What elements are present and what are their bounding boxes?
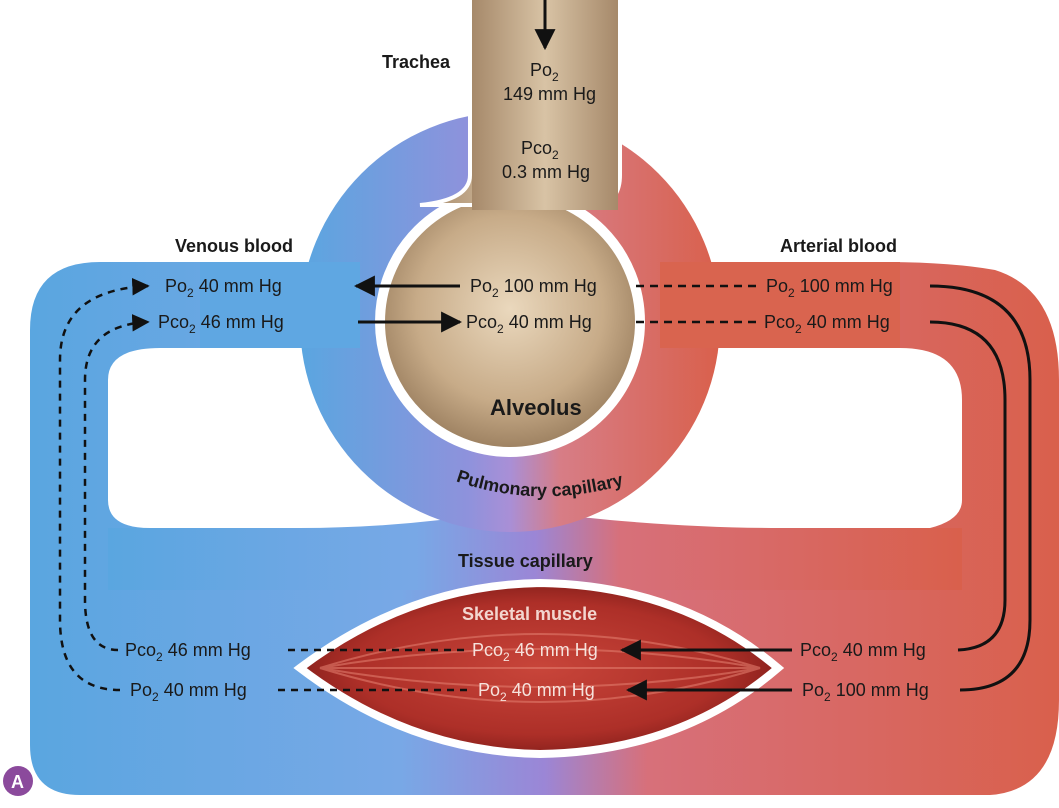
muscle-fibers	[319, 633, 761, 703]
tissue-capillary-tube	[108, 515, 962, 590]
tissue-capillary-label: Tissue capillary	[458, 551, 593, 571]
lung-venous-pco2: Pco2 46 mm Hg	[158, 312, 284, 336]
venous-pco2-return	[83, 314, 150, 652]
arterial-po2-route	[929, 284, 1032, 692]
panel-badge	[3, 766, 33, 796]
trachea-po2-value: 149 mm Hg	[503, 84, 596, 104]
tissue-arterial-pco2: Pco2 40 mm Hg	[800, 640, 926, 664]
arterial-po2: Po2 100 mm Hg	[766, 276, 893, 300]
tissue-venous-pco2: Pco2 46 mm Hg	[125, 640, 251, 664]
tissue-arterial-po2: Po2 100 mm Hg	[802, 680, 929, 704]
muscle-pco2: Pco2 46 mm Hg	[472, 640, 598, 664]
lung-venous-po2: Po2 40 mm Hg	[165, 276, 282, 300]
muscle-po2: Po2 40 mm Hg	[478, 680, 595, 704]
alveolus-label: Alveolus	[490, 395, 582, 420]
panel-letter: A	[11, 772, 24, 792]
arterial-pulmonary-link	[660, 262, 900, 348]
trachea-pco2-value: 0.3 mm Hg	[502, 162, 590, 182]
venous-blood-label: Venous blood	[175, 236, 293, 256]
tissue-venous-po2: Po2 40 mm Hg	[130, 680, 247, 704]
alveolus-pco2: Pco2 40 mm Hg	[466, 312, 592, 336]
arterial-pco2: Pco2 40 mm Hg	[764, 312, 890, 336]
skeletal-muscle-label: Skeletal muscle	[462, 604, 597, 624]
venous-pulmonary-link	[200, 262, 360, 348]
trachea-po2-label: Po2	[530, 60, 559, 84]
trachea-pco2-label: Pco2	[521, 138, 559, 162]
arterial-pco2-route	[929, 320, 1007, 652]
venous-po2-return	[58, 277, 150, 692]
trachea-label: Trachea	[382, 52, 451, 72]
arterial-blood-label: Arterial blood	[780, 236, 897, 256]
alveolus-po2: Po2 100 mm Hg	[470, 276, 597, 300]
